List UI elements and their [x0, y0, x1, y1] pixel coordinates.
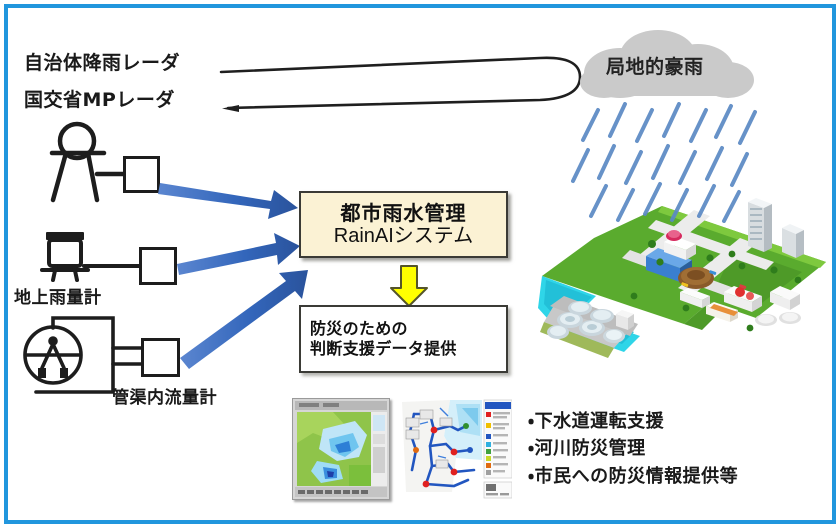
- list-item: ・市民への防災情報提供等: [528, 465, 739, 487]
- label-mlit-mp-radar: 国交省MPレーダ: [24, 89, 175, 111]
- radar-hairpin-arrow: [219, 56, 582, 112]
- arrow-gauge-to-system: [177, 233, 300, 275]
- radar-antenna-icon: [49, 121, 127, 203]
- output-box-line2: 判断支援データ提供: [310, 339, 457, 358]
- map-marker: [413, 423, 473, 488]
- pipe-flow-meter-icon: [23, 316, 143, 394]
- sewer-network-gis-map-thumbnail[interactable]: [396, 396, 512, 500]
- label-municipal-rain-radar: 自治体降雨レーダ: [24, 52, 181, 74]
- gauge-datalogger-box: [139, 247, 177, 285]
- isometric-city-and-treatment-plant: [534, 196, 834, 388]
- arrow-flowmeter-to-system: [180, 270, 308, 369]
- yellow-down-arrow-icon: [390, 265, 428, 307]
- list-item: ・河川防災管理: [528, 438, 646, 460]
- radar-arrowhead-icon: [222, 105, 239, 112]
- rain-streaks-icon: [571, 102, 757, 223]
- flowmeter-datalogger-box: [141, 338, 180, 377]
- arrow-radar-to-system: [158, 183, 298, 219]
- rainai-box-line2: RainAIシステム: [333, 224, 474, 247]
- label-localized-heavy-rain: 局地的豪雨: [606, 56, 704, 78]
- storm-cloud-icon: [580, 30, 754, 98]
- rainfall-radar-map-thumbnail[interactable]: [292, 398, 390, 500]
- rainai-system-box[interactable]: 都市雨水管理 RainAIシステム: [299, 191, 508, 258]
- label-ground-rain-gauge: 地上雨量計: [14, 288, 102, 308]
- radar-datalogger-box: [123, 156, 160, 193]
- label-pipe-flow-meter: 管渠内流量計: [112, 388, 217, 408]
- rainai-box-line1: 都市雨水管理: [340, 200, 467, 225]
- decision-support-output-box[interactable]: 防災のための 判断支援データ提供: [299, 305, 508, 373]
- applications-list: ・下水道運転支援 ・河川防災管理 ・市民への防災情報提供等: [528, 408, 738, 490]
- output-box-line1: 防災のための: [310, 318, 408, 338]
- rain-gauge-icon: [40, 232, 141, 282]
- list-item: ・下水道運転支援: [528, 411, 665, 432]
